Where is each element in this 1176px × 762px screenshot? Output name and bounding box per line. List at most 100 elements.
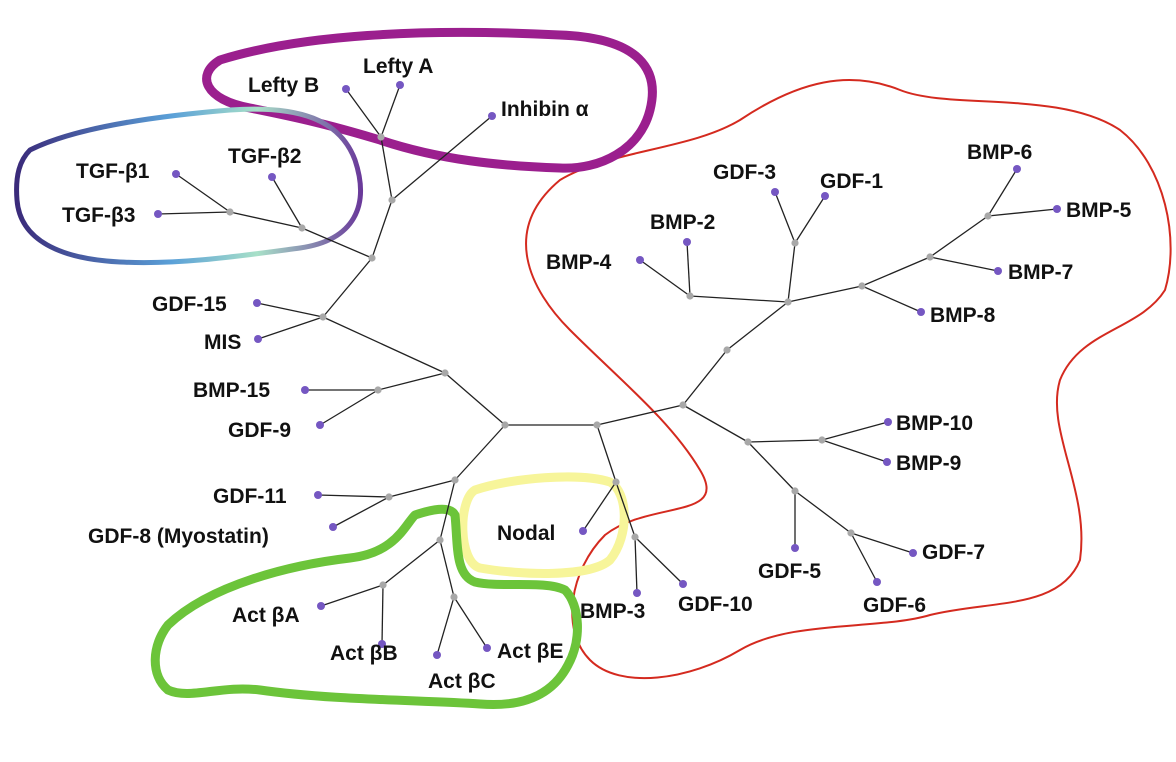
edge-h2-bmp_9	[821, 439, 888, 463]
branch-node-d1	[451, 476, 459, 484]
edge-d3-d4	[382, 539, 441, 586]
label-act-beta-b: Act βB	[330, 642, 398, 665]
edge-h4-gdf_7	[850, 532, 914, 554]
edge-b2-inhibin_a	[391, 115, 493, 201]
edge-g7-bmp_6	[987, 168, 1018, 217]
edge-g6-g7	[929, 215, 989, 258]
edge-d4-act_bb	[381, 584, 384, 645]
label-lefty-b: Lefty B	[248, 74, 319, 97]
label-bmp-3: BMP-3	[580, 600, 645, 623]
branch-node-f1	[679, 401, 687, 409]
activin-group-outline	[150, 504, 582, 710]
label-bmp-15: BMP-15	[193, 379, 270, 402]
edge-c2-e1	[596, 424, 617, 483]
edge-a1-a2	[322, 316, 446, 374]
edge-g5-bmp_8	[861, 285, 922, 313]
label-gdf-15: GDF-15	[152, 293, 227, 316]
leaf-node-gdf-7	[909, 549, 917, 557]
leaf-node-nodal	[579, 527, 587, 535]
leaf-node-inhibin-a	[488, 112, 496, 120]
label-inhibin-alpha: Inhibin α	[501, 98, 589, 121]
label-bmp-8: BMP-8	[930, 304, 996, 327]
edge-f1-h1	[682, 404, 749, 443]
edge-b1-b2	[371, 199, 393, 259]
label-bmp-2: BMP-2	[650, 211, 715, 234]
label-gdf-3: GDF-3	[713, 161, 776, 184]
edge-h1-h2	[747, 439, 823, 443]
nodal-group-outline	[458, 472, 629, 578]
leaf-node-bmp-5	[1053, 205, 1061, 213]
label-nodal: Nodal	[497, 522, 555, 545]
branch-node-b5	[298, 224, 306, 232]
label-bmp-10: BMP-10	[896, 412, 973, 435]
edge-d5-act_be	[453, 596, 488, 649]
branch-node-e1	[612, 478, 620, 486]
tgf-beta-group-outline	[14, 106, 363, 266]
branch-node-g4	[686, 292, 694, 300]
label-bmp-7: BMP-7	[1008, 261, 1073, 284]
branch-node-a2	[319, 313, 327, 321]
tree-edges	[157, 84, 1058, 656]
edge-b3-lefty_b	[345, 88, 382, 138]
edge-g3-gdf_3	[774, 191, 796, 244]
edge-b3-lefty_a	[380, 84, 401, 138]
edge-c2-f1	[596, 404, 684, 426]
leaf-node-act-bb	[378, 640, 386, 648]
branch-node-b3	[377, 133, 385, 141]
branch-node-g2	[784, 298, 792, 306]
branch-node-c1	[501, 421, 509, 429]
branch-node-g7	[984, 212, 992, 220]
edge-d5-act_bc	[436, 596, 455, 656]
leaf-node-bmp-7	[994, 267, 1002, 275]
leaf-labels: Lefty B Lefty A Inhibin α TGF-β1 TGF-β2 …	[62, 55, 1132, 693]
leaf-node-lefty-a	[396, 81, 404, 89]
edge-g2-g4	[689, 295, 789, 303]
leaf-node-bmp-9	[883, 458, 891, 466]
leaf-node-gdf-5	[791, 544, 799, 552]
label-gdf-5: GDF-5	[758, 560, 821, 583]
branch-node-b2	[388, 196, 396, 204]
label-bmp-9: BMP-9	[896, 452, 961, 475]
branch-node-e2	[631, 533, 639, 541]
branch-node-c2	[593, 421, 601, 429]
tree-nodes	[154, 81, 1061, 659]
label-gdf-1: GDF-1	[820, 170, 883, 193]
edge-g1-g2	[726, 301, 789, 351]
leaf-node-tgf-b1	[172, 170, 180, 178]
label-gdf-9: GDF-9	[228, 419, 291, 442]
edge-b2-b3	[380, 136, 393, 201]
edge-e2-gdf_10	[634, 536, 684, 585]
leaf-node-gdf-10	[679, 580, 687, 588]
leaf-node-mis	[254, 335, 262, 343]
branch-node-g3	[791, 239, 799, 247]
leaf-node-act-bc	[433, 651, 441, 659]
leaf-node-act-ba	[317, 602, 325, 610]
label-bmp-6: BMP-6	[967, 141, 1032, 164]
label-gdf-6: GDF-6	[863, 594, 926, 617]
edge-d1-d2	[388, 479, 456, 498]
leaf-node-bmp-10	[884, 418, 892, 426]
branch-node-a3	[374, 386, 382, 394]
leaf-node-gdf-15	[253, 299, 261, 307]
branch-node-d4	[379, 581, 387, 589]
label-gdf-10: GDF-10	[678, 593, 753, 616]
edge-b5-tgf_b2	[271, 176, 303, 229]
edge-h2-bmp_10	[821, 421, 889, 441]
branch-node-h2	[818, 436, 826, 444]
label-lefty-a: Lefty A	[363, 55, 433, 78]
edge-a1-a3	[377, 372, 446, 391]
edge-e1-nodal	[582, 481, 617, 532]
leaf-node-bmp-8	[917, 308, 925, 316]
branch-node-d2	[385, 493, 393, 501]
edge-h1-h3	[747, 441, 796, 492]
edge-g4-bmp_2	[686, 241, 691, 297]
edge-b5-b4	[229, 211, 303, 229]
branch-node-g5	[858, 282, 866, 290]
branch-node-a1	[441, 369, 449, 377]
bmp-gdf-group-outline	[525, 79, 1172, 680]
branch-node-d5	[450, 593, 458, 601]
label-act-beta-a: Act βA	[232, 604, 300, 627]
label-gdf-8: GDF-8 (Myostatin)	[88, 525, 269, 548]
label-act-beta-c: Act βC	[428, 670, 496, 693]
leaf-node-tgf-b2	[268, 173, 276, 181]
